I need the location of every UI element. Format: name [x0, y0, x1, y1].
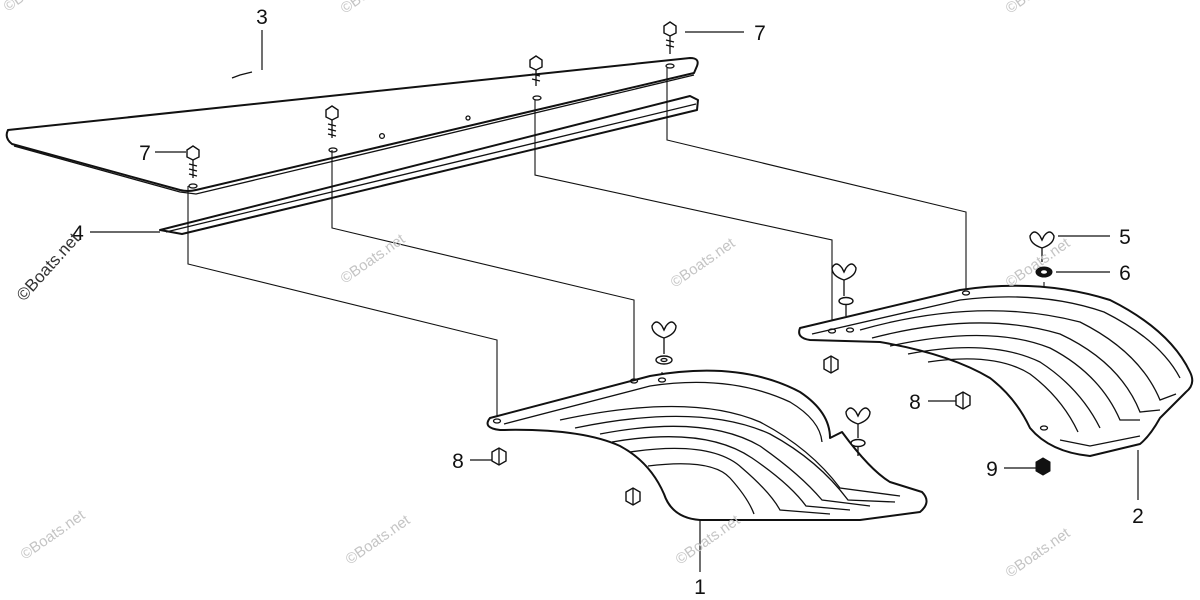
- callout-6: 6: [1119, 262, 1131, 285]
- hex-bolt: [325, 105, 339, 153]
- svg-text:©Boats.net: ©Boats.net: [338, 0, 409, 17]
- callout-7-top: 7: [754, 22, 766, 45]
- callout-5: 5: [1119, 226, 1131, 249]
- hex-bolt: [529, 55, 543, 101]
- callout-4: 4: [72, 222, 84, 245]
- callout-3: 3: [256, 6, 268, 29]
- svg-text:©Boats.net: ©Boats.net: [668, 234, 739, 291]
- svg-text:©Boats.net: ©Boats.net: [13, 229, 84, 305]
- svg-text:©Boats.net: ©Boats.net: [18, 506, 89, 563]
- wing-bolt: [651, 321, 677, 365]
- callout-7-left: 7: [139, 142, 151, 165]
- wing-bolt: [831, 263, 857, 316]
- wing-bolt: [845, 407, 871, 456]
- foot-plate-part-2: [798, 284, 1194, 457]
- svg-text:©Boats.net: ©Boats.net: [343, 511, 414, 568]
- leader-lines: [90, 30, 1139, 572]
- svg-text:©Boats.net: ©Boats.net: [1, 0, 72, 15]
- foot-plate-part-1: [486, 369, 928, 521]
- callout-8-right: 8: [909, 391, 921, 414]
- hex-nut-part-8: [491, 447, 507, 466]
- svg-text:©Boats.net: ©Boats.net: [1003, 0, 1074, 17]
- svg-text:©Boats.net: ©Boats.net: [1003, 524, 1074, 581]
- hex-nut-part-9: [1035, 457, 1051, 476]
- washer-part-6: [1035, 266, 1053, 278]
- hex-nut: [823, 355, 839, 374]
- hex-nut-part-8: [955, 391, 971, 410]
- callout-2: 2: [1132, 505, 1144, 528]
- svg-text:©Boats.net: ©Boats.net: [338, 230, 409, 287]
- hex-bolt: [186, 145, 200, 189]
- hex-bolt: [663, 21, 677, 69]
- callout-8-left: 8: [452, 450, 464, 473]
- callout-1: 1: [694, 576, 706, 599]
- hex-nut: [625, 487, 641, 506]
- rail-part-4: [159, 95, 699, 235]
- callout-9: 9: [986, 458, 998, 481]
- wing-bolt-part-5: [1029, 231, 1055, 262]
